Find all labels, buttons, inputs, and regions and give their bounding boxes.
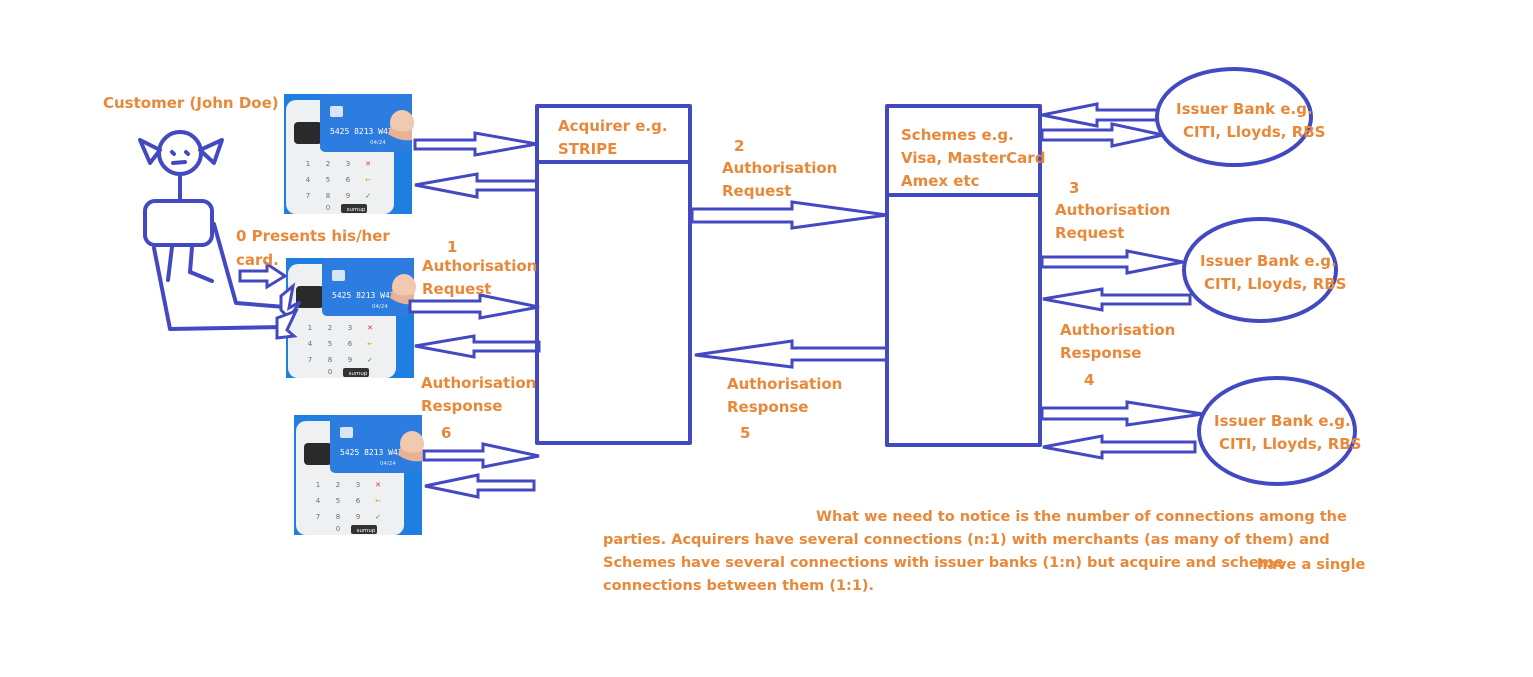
acquirer-label-line2: STRIPE <box>558 140 617 158</box>
issuer-bank-1 <box>1155 67 1313 167</box>
issuer-2-label-line1: Issuer Bank e.g. <box>1200 252 1337 270</box>
issuer-1-label-line1: Issuer Bank e.g. <box>1176 100 1313 118</box>
issuer-bank-2 <box>1182 217 1338 323</box>
step-4-label-line1: Authorisation <box>1060 321 1175 339</box>
scheme-issuer-arrows <box>1040 102 1204 460</box>
step-4-number: 4 <box>1084 371 1094 389</box>
step-6-label-line1: Authorisation <box>421 374 536 392</box>
card-terminal-2 <box>286 258 416 378</box>
step-6-number: 6 <box>441 424 451 442</box>
step-5-label-line1: Authorisation <box>727 375 842 393</box>
step-4-label-line2: Response <box>1060 344 1141 362</box>
step-1-label-line2: Request <box>422 280 491 298</box>
step-5-number: 5 <box>740 424 750 442</box>
acquirer-label-line1: Acquirer e.g. <box>558 117 668 135</box>
card-terminal-1 <box>284 94 414 214</box>
acquirer-scheme-arrows <box>690 200 889 369</box>
merchant-acquirer-arrows <box>408 131 541 499</box>
customer-figure <box>138 130 287 331</box>
step-6-label-line2: Response <box>421 397 502 415</box>
step-5-label-line2: Response <box>727 398 808 416</box>
present-card-arrow <box>238 261 288 290</box>
card-terminal-3 <box>294 415 424 535</box>
issuer-3-label-line2: CITI, Lloyds, RBS <box>1219 435 1361 453</box>
schemes-box <box>885 104 1042 447</box>
step-2-number: 2 <box>734 137 744 155</box>
present-card-arrow-2 <box>279 282 302 321</box>
present-card-arrow-3 <box>275 308 299 340</box>
schemes-label-line2: Visa, MasterCard <box>901 149 1045 167</box>
note-line-4: connections between them (1:1). <box>603 578 875 594</box>
step-3-label-line2: Request <box>1055 224 1124 242</box>
note-line-1: What we need to notice is the number of … <box>816 509 1347 525</box>
step-2-label-line1: Authorisation <box>722 159 837 177</box>
issuer-bank-3 <box>1197 376 1357 486</box>
schemes-label-line3: Amex etc <box>901 172 980 190</box>
step-1-label-line1: Authorisation <box>422 257 537 275</box>
step-0-label-line1: 0 Presents his/her <box>236 227 390 245</box>
note-line-3: Schemes have several connections with is… <box>603 555 1284 571</box>
step-3-label-line1: Authorisation <box>1055 201 1170 219</box>
step-3-number: 3 <box>1069 179 1079 197</box>
acquirer-box <box>535 104 692 445</box>
step-1-number: 1 <box>447 238 457 256</box>
customer-label: Customer (John Doe) <box>103 94 279 112</box>
step-0-label-line2: card. <box>236 251 279 269</box>
issuer-1-label-line2: CITI, Lloyds, RBS <box>1183 123 1325 141</box>
issuer-2-label-line2: CITI, Lloyds, RBS <box>1204 275 1346 293</box>
issuer-3-label-line1: Issuer Bank e.g. <box>1214 412 1351 430</box>
step-2-label-line2: Request <box>722 182 791 200</box>
note-line-3-tail: have a single <box>1257 557 1366 573</box>
schemes-label-line1: Schemes e.g. <box>901 126 1014 144</box>
note-line-2: parties. Acquirers have several connecti… <box>603 532 1330 548</box>
